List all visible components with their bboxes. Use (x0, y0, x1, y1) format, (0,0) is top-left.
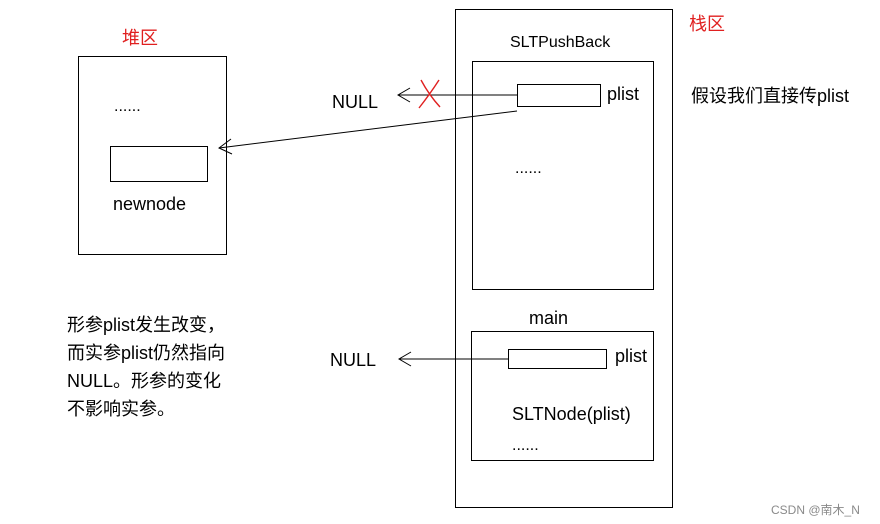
note-line-2: 而实参plist仍然指向 (67, 343, 226, 363)
newnode-box (110, 146, 208, 182)
heap-ellipsis: ...... (114, 98, 141, 115)
main-plist-label: plist (615, 346, 648, 366)
newnode-label: newnode (113, 194, 187, 214)
main-ellipsis: ...... (512, 437, 539, 454)
pushback-frame (472, 61, 654, 290)
heap-title: 堆区 (122, 28, 158, 48)
main-frame (471, 331, 654, 461)
watermark: CSDN @南木_N (771, 503, 860, 517)
note-line-3: NULL。形参的变化 (67, 371, 222, 391)
arrowhead-null-top (397, 87, 411, 103)
null-label-bottom: NULL (330, 350, 377, 370)
annotation-direct-pass: 假设我们直接传plist (691, 86, 850, 106)
pushback-plist-label: plist (607, 84, 640, 104)
note-line-4: 不影响实参。 (67, 399, 175, 419)
arrowhead-null-bottom (398, 351, 412, 367)
explanation-note: 形参plist发生改变， 而实参plist仍然指向 NULL。形参的变化 不影响… (67, 311, 225, 423)
cross-icon (418, 79, 441, 109)
stack-box (455, 9, 673, 508)
heap-box (78, 56, 227, 255)
main-call-text: SLTNode(plist) (512, 404, 631, 424)
arrow-plist-to-newnode (218, 110, 518, 149)
pushback-ellipsis: ...... (515, 160, 542, 177)
note-line-1: 形参plist发生改变， (67, 315, 226, 335)
pushback-plist-box (517, 84, 601, 107)
pushback-frame-title: SLTPushBack (510, 34, 611, 51)
main-frame-title: main (529, 308, 569, 328)
main-plist-box (508, 349, 607, 369)
arrowhead-newnode (218, 138, 233, 155)
null-label-top: NULL (332, 92, 379, 112)
stack-title: 栈区 (689, 14, 725, 34)
